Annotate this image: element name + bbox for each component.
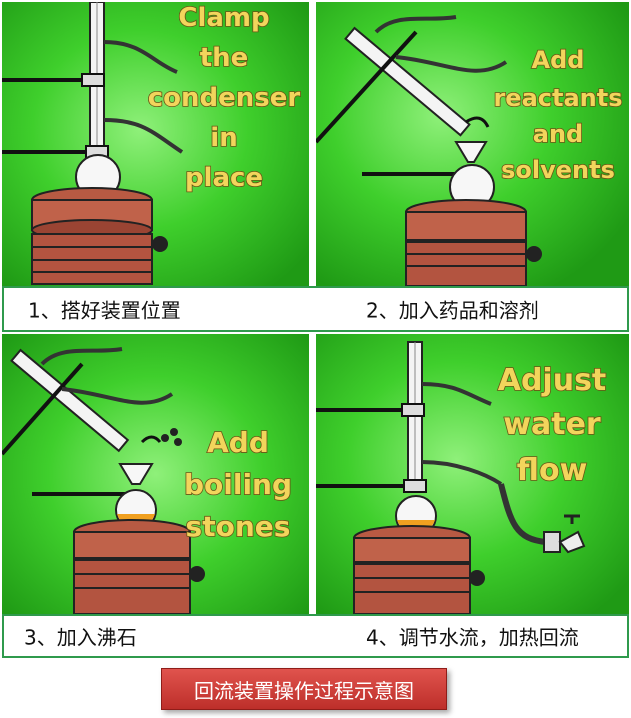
overlay-line: boiling [184, 468, 292, 501]
funnel [118, 463, 154, 485]
panel-add-reactants: Add reactants and solvents [316, 2, 629, 286]
clamp-rod-1 [316, 30, 418, 144]
boiling-stone [170, 428, 178, 436]
overlay-line: reactants [493, 84, 622, 112]
overlay-line: water [503, 407, 601, 442]
overlay-line: Add [532, 46, 585, 74]
overlay-line: the [200, 43, 249, 73]
panel-adjust-water-flow: Adjust water flow [316, 334, 629, 614]
panel-clamp-condenser: Clamp the condenser in place [2, 2, 309, 286]
condenser-tube [344, 26, 471, 137]
boiling-stone [161, 434, 169, 442]
overlay-line: Add [207, 426, 269, 459]
funnel [454, 141, 488, 163]
step-4-caption: 4、调节水流，加热回流 [366, 625, 579, 650]
overlay-line: Clamp [178, 3, 269, 33]
condenser-tube [10, 348, 130, 453]
boiling-stone [174, 438, 182, 446]
overlay-line: condenser [148, 83, 301, 113]
caption-bar-bottom: 3、加入沸石 4、调节水流，加热回流 [2, 614, 629, 658]
caption-bar-top: 1、搭好装置位置 2、加入药品和溶剂 [2, 286, 629, 332]
water-tap [543, 531, 561, 553]
lab-jack [405, 241, 527, 286]
overlay-line: solvents [501, 156, 615, 184]
lab-jack [353, 563, 471, 614]
overlay-line: and [533, 120, 583, 148]
overlay-line: Adjust [498, 363, 607, 398]
panel-3-illustration: Add boiling stones [2, 334, 309, 614]
drop-arrow [140, 435, 162, 444]
water-hose [498, 483, 547, 545]
panel-4-illustration: Adjust water flow [316, 334, 629, 614]
panel-add-boiling-stones: Add boiling stones [2, 334, 309, 614]
panel-2-illustration: Add reactants and solvents [316, 2, 629, 286]
overlay-line: stones [186, 510, 291, 543]
figure-title: 回流装置操作过程示意图 [161, 668, 447, 710]
step-3-caption: 3、加入沸石 [24, 625, 137, 650]
overlay-line: in [210, 123, 237, 153]
step-1-caption: 1、搭好装置位置 [28, 298, 181, 323]
water-hose-top [103, 40, 178, 74]
water-hose-bottom [103, 118, 184, 154]
step-2-caption: 2、加入药品和溶剂 [366, 298, 539, 323]
figure-title-text: 回流装置操作过程示意图 [194, 678, 414, 703]
overlay-line: flow [517, 453, 588, 488]
pour-arrow [465, 116, 490, 128]
panel-1-illustration: Clamp the condenser in place [2, 2, 309, 286]
overlay-line: place [185, 163, 263, 193]
